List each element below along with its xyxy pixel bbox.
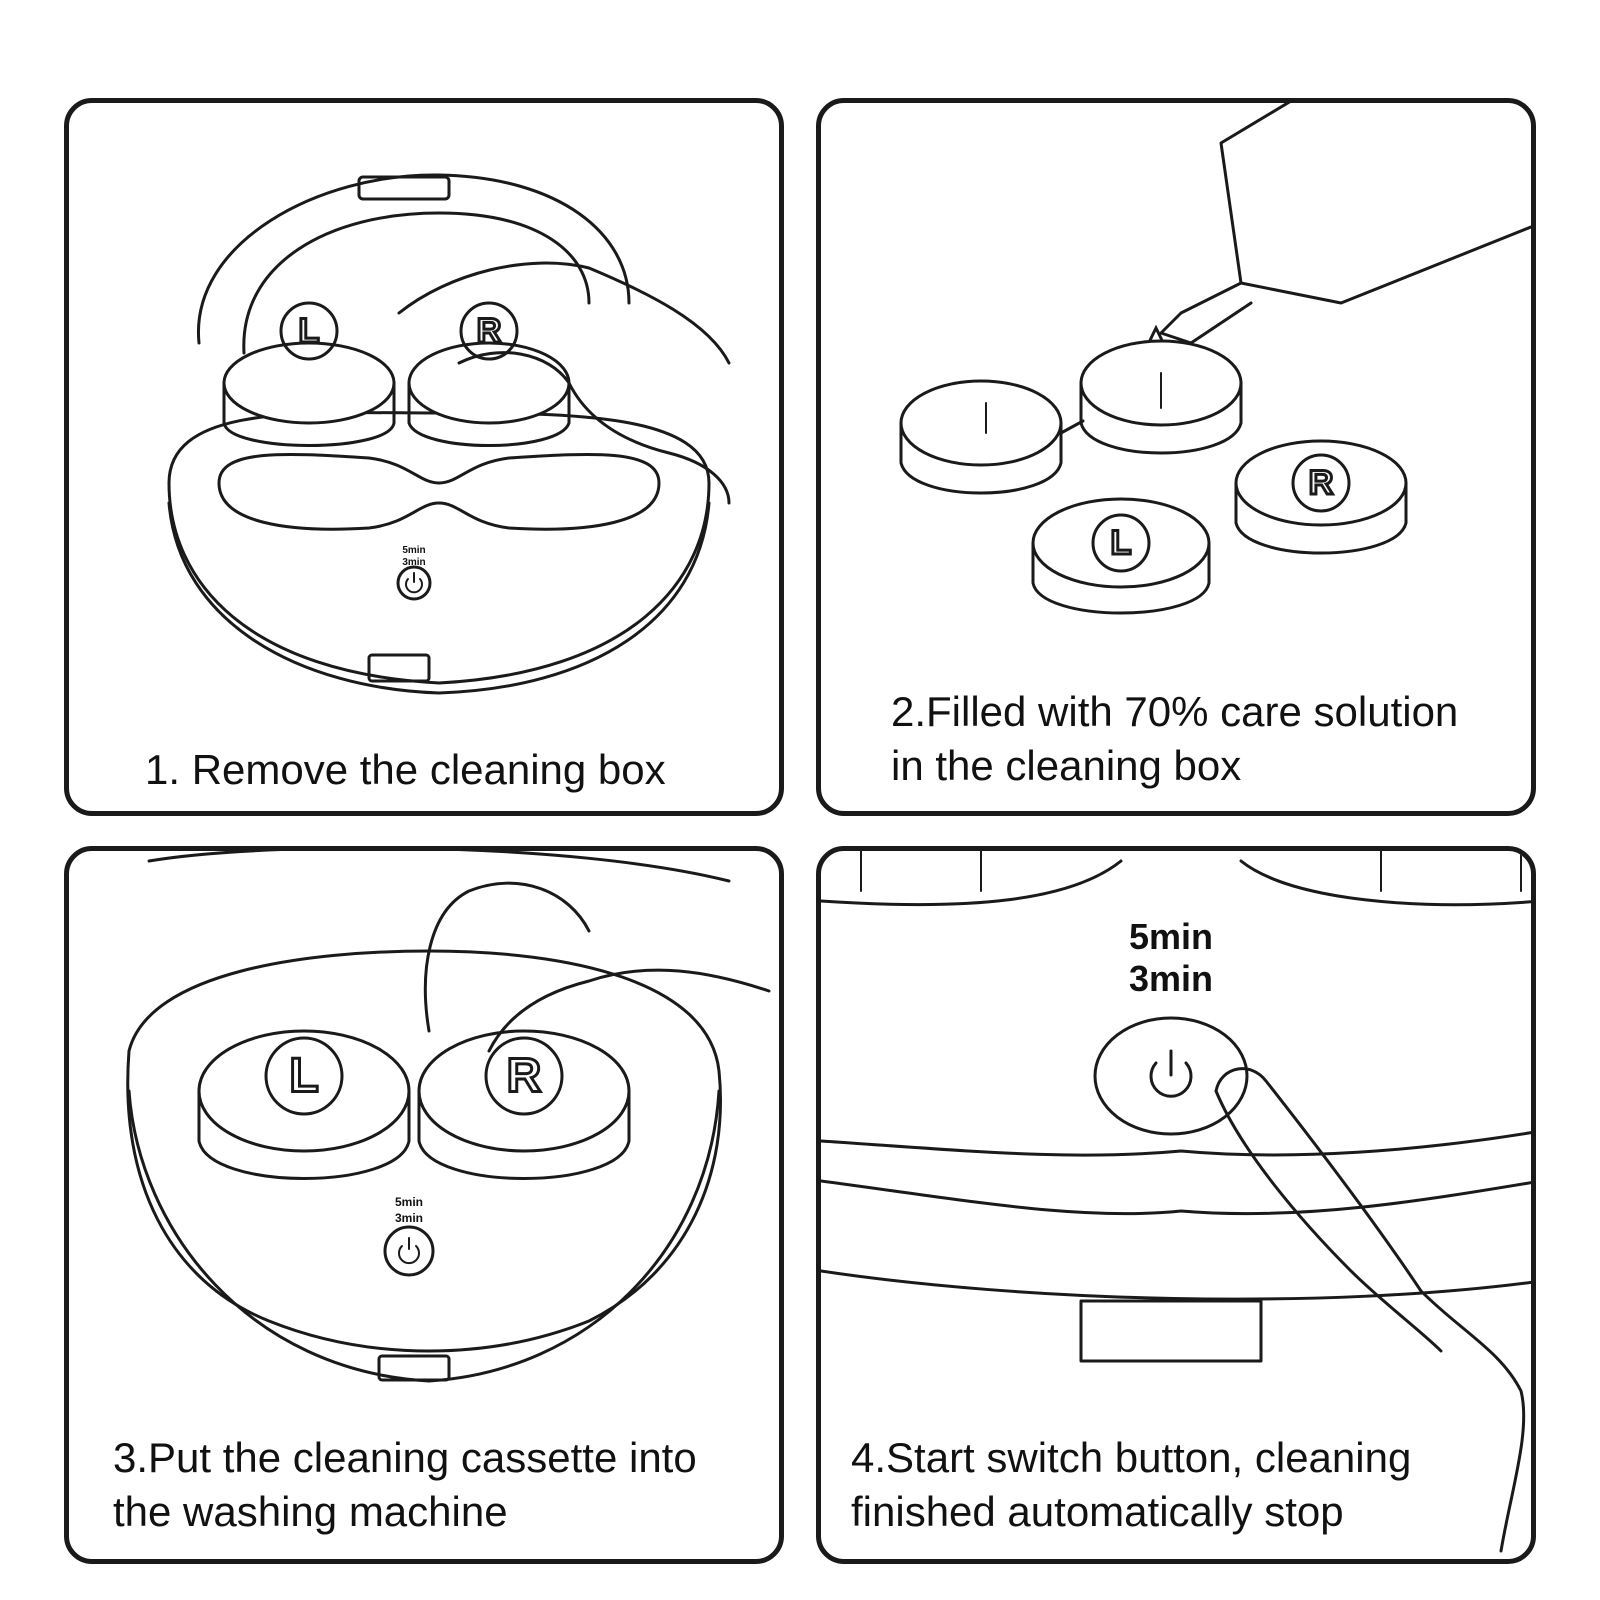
step-3-illustration: 5min 3min L R — [126, 851, 771, 1383]
step-1-caption: 1. Remove the cleaning box — [145, 743, 666, 797]
caption-line: 3.Put the cleaning cassette into — [113, 1434, 697, 1481]
timer-label-3min: 3min — [402, 557, 425, 568]
caption-line: 1. Remove the cleaning box — [145, 746, 666, 793]
lens-cap-right: R — [407, 301, 571, 447]
step-2-caption: 2.Filled with 70% care solution in the c… — [891, 685, 1458, 793]
bottle-icon — [1159, 103, 1531, 345]
finger-icon — [1214, 1067, 1526, 1553]
step-4-caption: 4.Start switch button, cleaning finished… — [851, 1431, 1411, 1539]
caption-line: in the cleaning box — [891, 742, 1242, 789]
step-3-caption: 3.Put the cleaning cassette into the was… — [113, 1431, 697, 1539]
lens-cap-right: R — [417, 1029, 631, 1180]
lens-cap-left: L — [197, 1029, 411, 1180]
timer-label-3min: 3min — [395, 1211, 423, 1225]
cap-letter-right: R — [1309, 464, 1334, 502]
lens-cap-left: L — [222, 301, 396, 447]
cap-letter-right: R — [507, 1050, 542, 1103]
step-4-illustration: 5min 3min — [821, 851, 1531, 1553]
power-icon — [383, 1225, 435, 1277]
caption-line: the washing machine — [113, 1488, 508, 1535]
lens-cap-left: L — [1031, 497, 1211, 615]
lens-cap-right: R — [1234, 439, 1408, 555]
timer-label-5min: 5min — [1129, 916, 1213, 957]
timer-label-5min: 5min — [395, 1195, 423, 1209]
lens-case — [899, 339, 1243, 495]
step-2-panel: L R 2.Filled with 70% care solution in t… — [816, 98, 1536, 816]
caption-line: finished automatically stop — [851, 1488, 1344, 1535]
cap-letter-left: L — [289, 1050, 318, 1103]
step-4-panel: 5min 3min 4.Start switch button, cleanin… — [816, 846, 1536, 1564]
cap-letter-right: R — [477, 312, 502, 350]
timer-label-3min: 3min — [1129, 958, 1213, 999]
step-2-illustration: L R — [899, 103, 1531, 615]
step-3-panel: 5min 3min L R 3.Put the cleaning cassett… — [64, 846, 784, 1564]
step-1-panel: 5min 3min L R 1. Remove the cleaning box — [64, 98, 784, 816]
caption-line: 2.Filled with 70% care solution — [891, 688, 1459, 735]
caption-line: 4.Start switch button, cleaning — [851, 1434, 1412, 1481]
power-icon — [396, 565, 432, 601]
cap-letter-left: L — [299, 312, 320, 350]
hand-icon — [423, 881, 771, 1053]
timer-label-5min: 5min — [402, 545, 425, 556]
hand-icon — [397, 261, 731, 505]
step-1-illustration: 5min 3min L R — [167, 173, 731, 695]
power-icon[interactable] — [1093, 1016, 1249, 1136]
cap-letter-left: L — [1111, 524, 1132, 562]
